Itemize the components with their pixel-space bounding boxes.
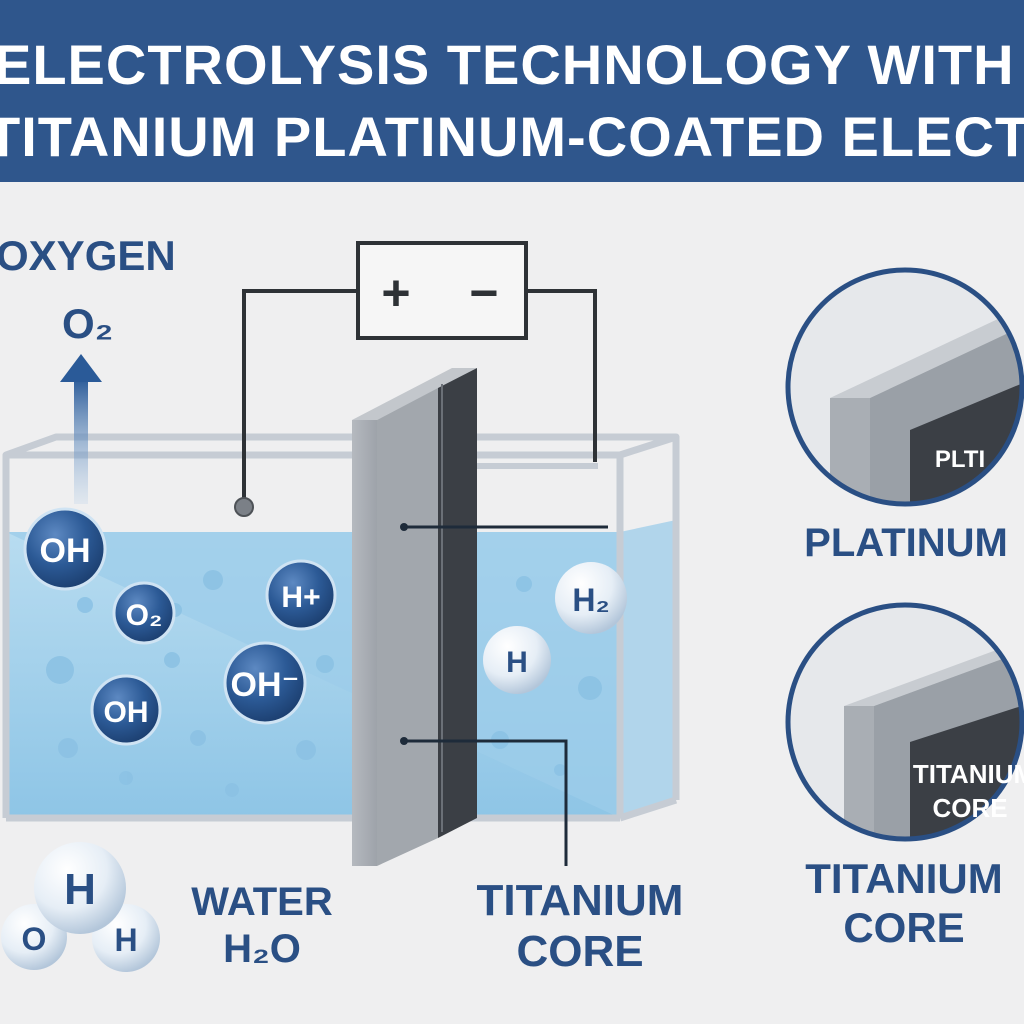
battery-minus-sign: −	[469, 265, 498, 321]
water-molecule-h-top: H	[64, 865, 96, 914]
titanium-plate-text-line2: CORE	[932, 793, 1007, 823]
molecule-oh-2: OH	[90, 674, 162, 746]
molecule-o2: O₂	[112, 581, 176, 645]
leader-lines	[404, 525, 608, 866]
molecule-o2-label: O₂	[126, 599, 163, 632]
oxygen-formula: O₂	[62, 300, 113, 347]
molecule-h-plus-label: H+	[281, 581, 320, 614]
molecule-oh-minus-label: OH⁻	[231, 666, 300, 704]
battery-plus-sign: +	[381, 265, 410, 321]
water-molecule: H O H	[1, 842, 160, 972]
title-line-1: ELECTROLYSIS TECHNOLOGY WITH	[0, 33, 1015, 96]
bubbles	[46, 570, 602, 797]
molecule-h2: H₂	[555, 562, 627, 634]
molecule-oh-1-label: OH	[40, 532, 91, 570]
tank-rim	[2, 433, 680, 459]
electrode-plate	[352, 368, 477, 866]
molecule-oh-2-label: OH	[104, 696, 149, 729]
molecule-oh-minus: OH⁻	[223, 641, 307, 725]
leader-dot-bottom	[400, 737, 408, 745]
titanium-core-inset: TITANIUM CORE	[785, 602, 1024, 842]
titanium-core-label-line1: TITANIUM	[477, 876, 684, 925]
tank-bottom-side-edge	[618, 796, 678, 822]
title-line-2: TITANIUM PLATINUM-COATED ELECTRODE	[0, 105, 1024, 168]
molecule-h: H	[483, 626, 551, 694]
leader-dot-top	[400, 523, 408, 531]
titanium-plate-text-line1: TITANIUM	[913, 759, 1024, 789]
platinum-caption: PLATINUM	[804, 521, 1008, 565]
titanium-caption-line2: CORE	[843, 904, 964, 951]
titanium-core-label-line2: CORE	[516, 927, 643, 976]
titanium-caption-line1: TITANIUM	[805, 855, 1003, 902]
water-molecule-o: O	[22, 921, 47, 957]
water-formula: H₂O	[223, 927, 301, 971]
molecule-oh-1: OH	[23, 507, 107, 591]
title-banner: ELECTROLYSIS TECHNOLOGY WITH TITANIUM PL…	[0, 0, 1024, 182]
platinum-inset: PLTI	[785, 267, 1024, 507]
molecule-h-label: H	[506, 646, 528, 679]
oxygen-arrow	[60, 354, 102, 504]
battery	[356, 241, 528, 340]
water-side	[6, 520, 676, 818]
circuit-wires	[242, 289, 598, 500]
platinum-plate-text: PLTI	[935, 446, 985, 473]
molecule-h-plus: H+	[265, 559, 337, 631]
water-molecule-h-right: H	[114, 922, 137, 958]
molecule-h2-label: H₂	[572, 582, 609, 618]
water-label: WATER	[191, 880, 333, 924]
anode-terminal	[234, 497, 254, 517]
oxygen-label: OXYGEN	[0, 232, 176, 279]
